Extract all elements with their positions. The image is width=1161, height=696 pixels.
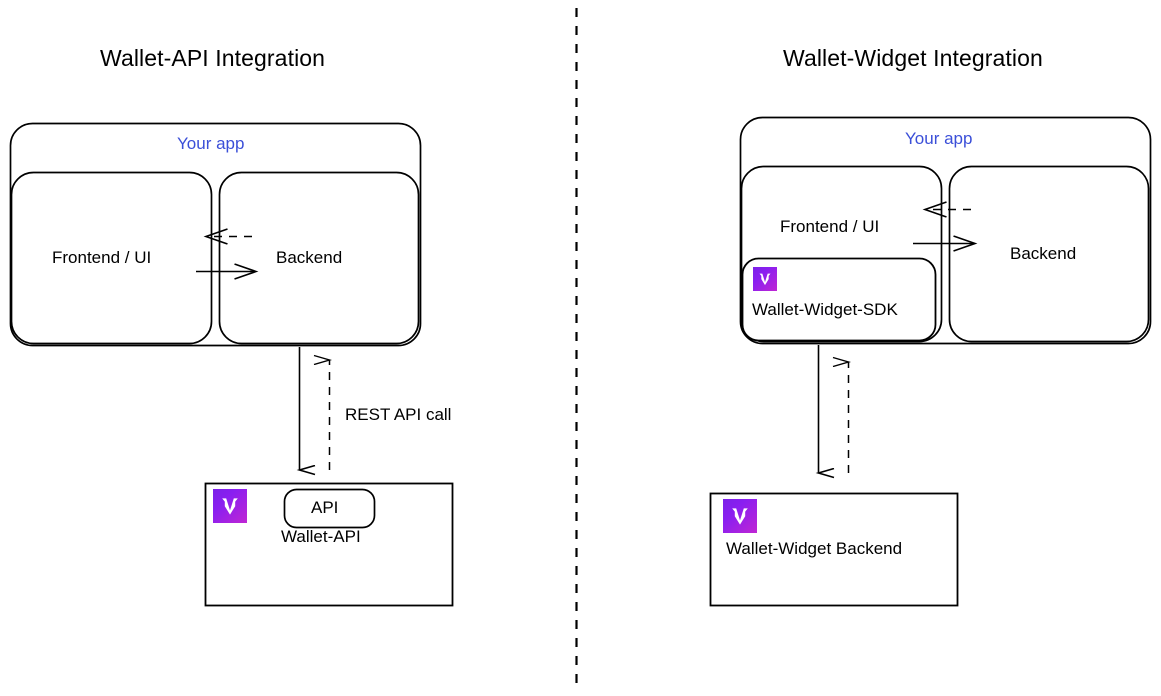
wallet-widget-backend-label: Wallet-Widget Backend — [726, 539, 903, 558]
left-panel-title: Wallet-API Integration — [100, 45, 326, 71]
left-frontend-label: Frontend / UI — [52, 248, 152, 267]
wallet-logo-icon — [213, 489, 247, 523]
left-backend-label: Backend — [276, 248, 343, 267]
left-your-app-label: Your app — [177, 134, 245, 153]
right-your-app-label: Your app — [905, 129, 973, 148]
wallet-logo-icon — [723, 499, 757, 533]
wallet-api-label: Wallet-API — [281, 527, 361, 546]
wallet-logo-icon — [753, 267, 777, 291]
right-frontend-label: Frontend / UI — [780, 217, 880, 236]
api-pill-label: API — [311, 498, 339, 517]
wallet-widget-sdk-label: Wallet-Widget-SDK — [752, 300, 898, 319]
right-backend-label: Backend — [1010, 244, 1077, 263]
rest-api-call-label: REST API call — [345, 405, 452, 424]
left-your-app-box — [9, 122, 422, 347]
right-panel-title: Wallet-Widget Integration — [783, 45, 1043, 71]
